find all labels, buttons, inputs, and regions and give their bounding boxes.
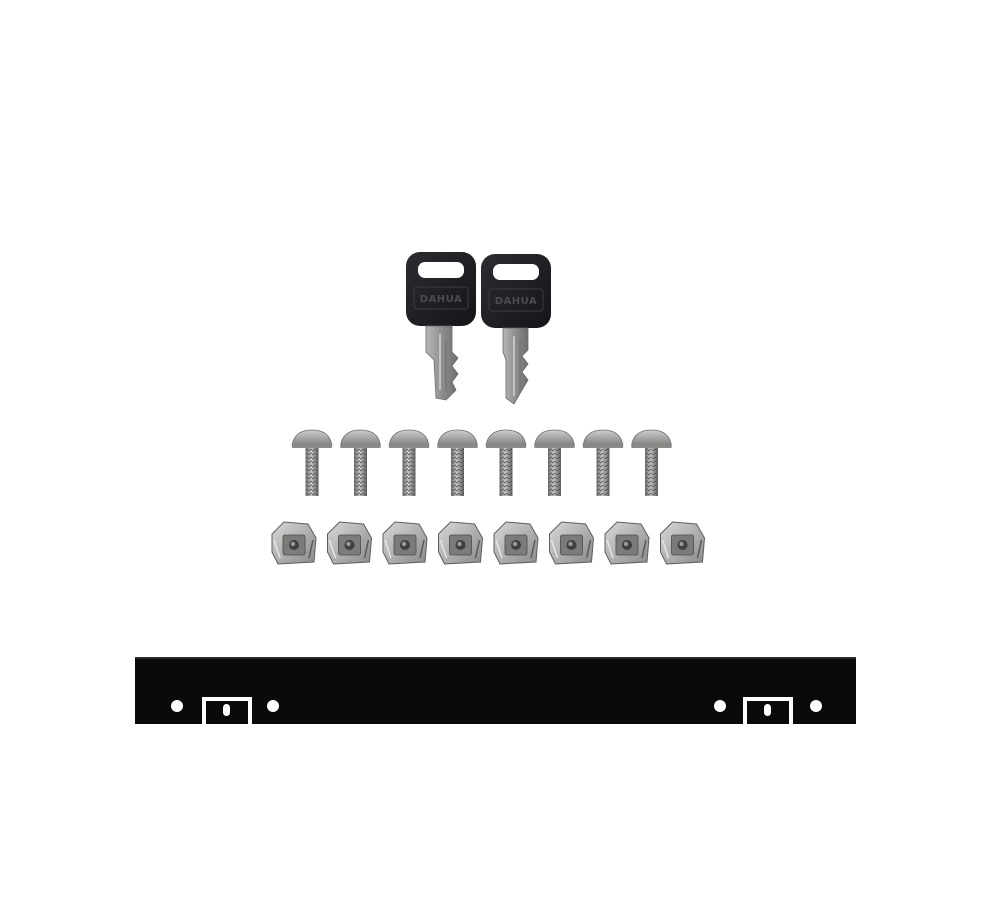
bracket-slot xyxy=(202,697,252,724)
cage-nut xyxy=(327,521,373,565)
cage-nut xyxy=(549,521,595,565)
bracket-hole xyxy=(171,700,183,712)
bracket-hole xyxy=(810,700,822,712)
screw xyxy=(437,429,478,496)
screw xyxy=(582,429,624,496)
screw xyxy=(485,429,527,496)
cage-nut xyxy=(660,521,706,565)
key-2: DAHUA xyxy=(481,254,551,405)
screw xyxy=(534,429,575,496)
bracket-slot-hole xyxy=(223,704,230,716)
bracket-slot xyxy=(743,697,793,724)
screw xyxy=(631,429,672,496)
cage-nut xyxy=(604,521,650,565)
bracket-hole xyxy=(267,700,279,712)
key-1: DAHUA xyxy=(406,252,476,401)
bracket-hole xyxy=(714,700,726,712)
bracket-slot-hole xyxy=(764,704,771,716)
screw xyxy=(340,429,381,496)
screw xyxy=(291,429,333,496)
key-2-brand-text: DAHUA xyxy=(495,296,537,307)
screw-row xyxy=(291,429,672,496)
cage-nut xyxy=(271,521,317,565)
cage-nut xyxy=(493,521,539,565)
screw xyxy=(388,429,430,496)
cage-nut-row xyxy=(271,521,706,565)
key-group: DAHUA DAHUA xyxy=(406,252,551,405)
cage-nut xyxy=(382,521,428,565)
mounting-bracket xyxy=(135,657,856,724)
key-1-brand-text: DAHUA xyxy=(420,294,462,305)
cage-nut xyxy=(438,521,484,565)
